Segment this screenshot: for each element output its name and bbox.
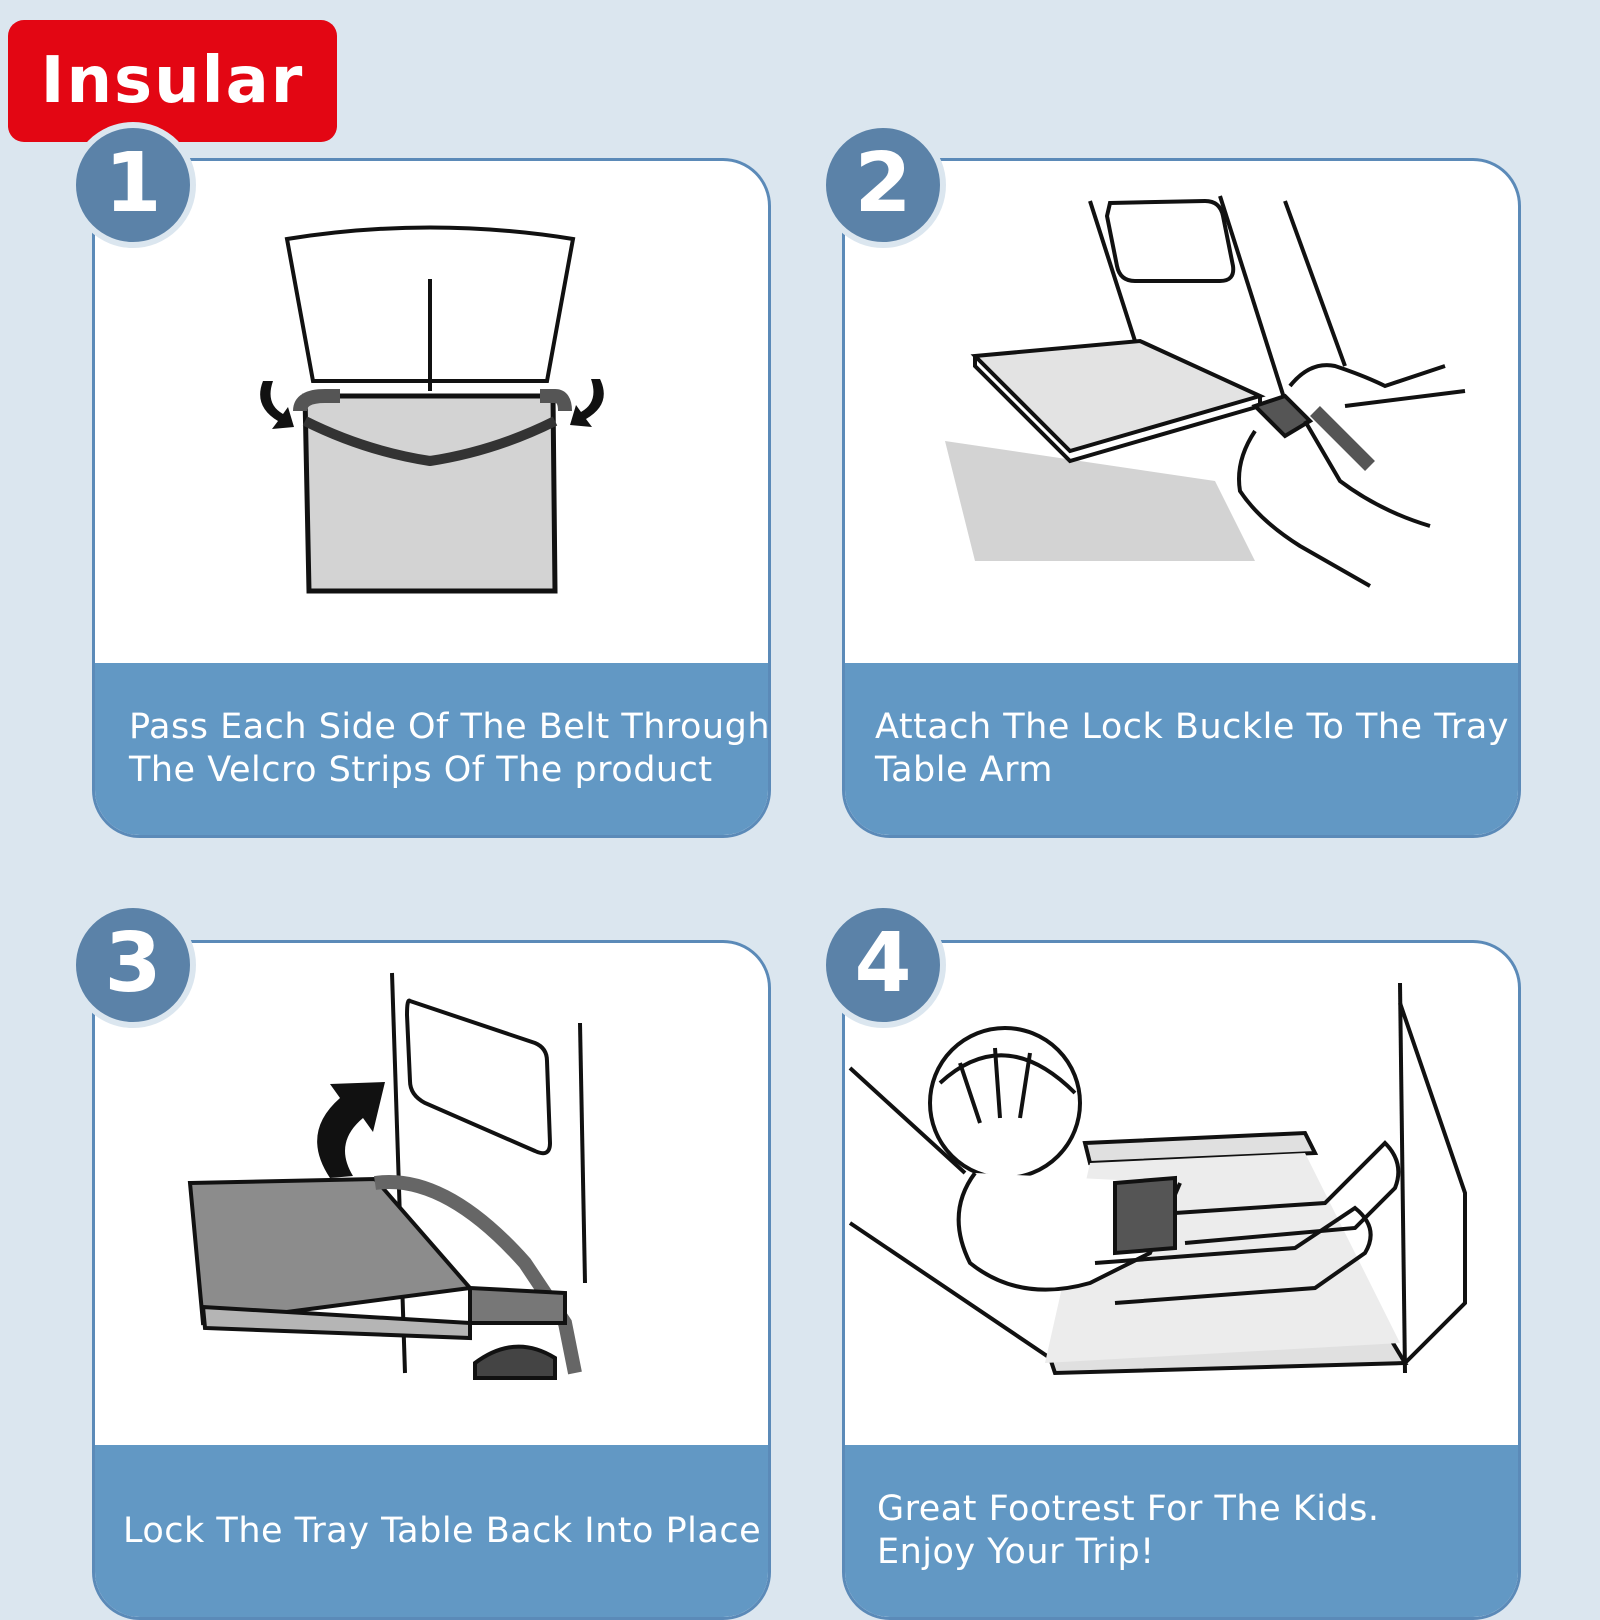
step-3-line-1: Lock The Tray Table Back Into Place — [123, 1510, 762, 1551]
step-1-caption: Pass Each Side Of The Belt Through The V… — [95, 663, 768, 835]
step-1-line-1: Pass Each Side Of The Belt Through — [129, 707, 771, 747]
step-2-illustration — [945, 195, 1466, 588]
step-1-card: Pass Each Side Of The Belt Through The V… — [92, 158, 771, 838]
step-3-card: Lock The Tray Table Back Into Place — [92, 940, 771, 1620]
step-4-card: Great Footrest For The Kids. Enjoy Your … — [842, 940, 1521, 1620]
step-1-line-2: The Velcro Strips Of The product — [129, 750, 713, 790]
step-3-badge: 3 — [70, 902, 196, 1028]
step-2-line-1: Attach The Lock Buckle To The Tray — [875, 707, 1509, 747]
step-3-illustration — [187, 972, 587, 1380]
step-2-line-2: Table Arm — [875, 750, 1053, 790]
step-4-line-1: Great Footrest For The Kids. — [877, 1489, 1380, 1529]
step-1-badge: 1 — [70, 122, 196, 248]
step-3-caption: Lock The Tray Table Back Into Place — [95, 1445, 768, 1617]
step-4-line-2: Enjoy Your Trip! — [877, 1532, 1155, 1572]
step-4-badge: 4 — [820, 902, 946, 1028]
brand-logo: Insular — [8, 20, 337, 142]
brand-name: Insular — [40, 44, 305, 118]
step-4-caption: Great Footrest For The Kids. Enjoy Your … — [845, 1445, 1518, 1617]
step-1-illustration — [260, 225, 604, 594]
step-2-card: Attach The Lock Buckle To The Tray Table… — [842, 158, 1521, 838]
step-4-illustration — [848, 982, 1467, 1376]
step-2-caption: Attach The Lock Buckle To The Tray Table… — [845, 663, 1518, 835]
step-2-badge: 2 — [820, 122, 946, 248]
